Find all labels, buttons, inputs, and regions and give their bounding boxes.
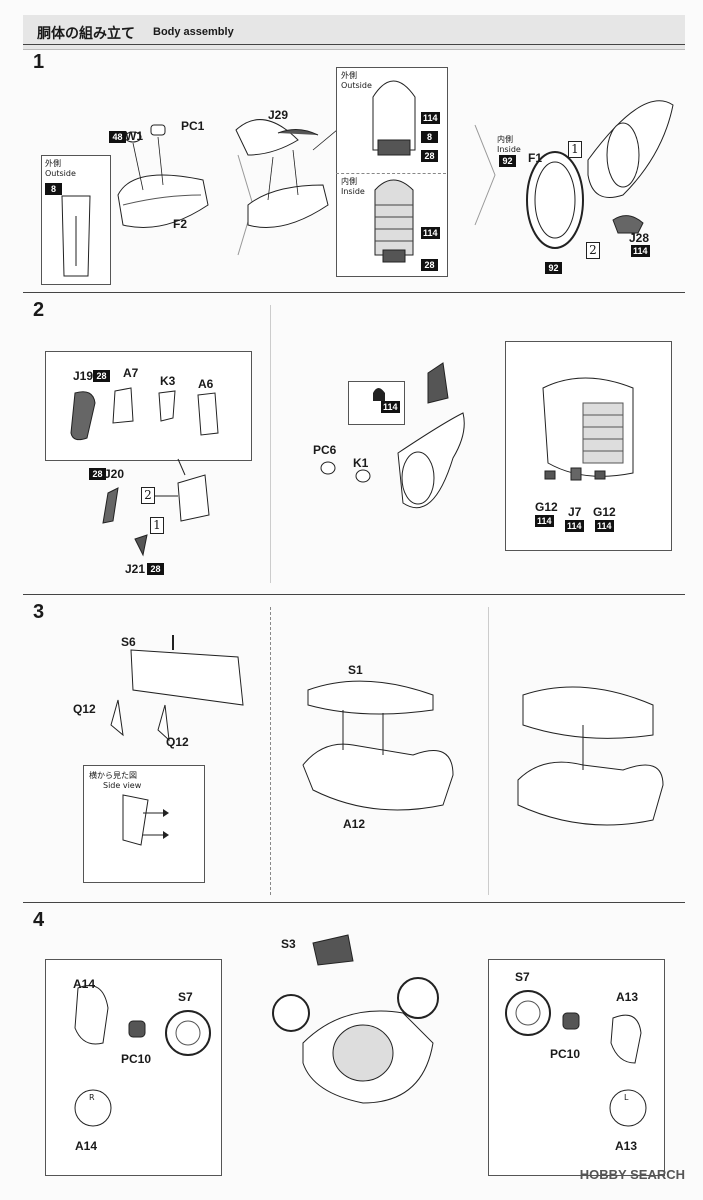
- outside2-label-en: Outside: [341, 81, 372, 90]
- part-j29: J29: [268, 108, 289, 122]
- step-3: 3 S6 Q12 Q12 横から見た図 Side view S1 A12: [23, 594, 685, 901]
- outside-inset: [41, 155, 111, 285]
- color-badge-8: 8: [421, 131, 438, 143]
- color-badge-114: 114: [595, 520, 614, 532]
- step-4: 4 A14 S7 PC10 R A14 S3 S7 A13 PC10 L A13: [23, 902, 685, 1178]
- part-j19: J19: [73, 369, 94, 383]
- color-badge-114: 114: [565, 520, 584, 532]
- part-s6: S6: [121, 635, 136, 649]
- part-w1: W1: [125, 129, 143, 143]
- step-number: 2: [33, 299, 45, 321]
- step-1: 1 外側 Outs: [23, 44, 685, 293]
- outside-label-en: Outside: [45, 169, 76, 178]
- inside2-label-en: Inside: [341, 187, 365, 196]
- part-a12: A12: [343, 817, 366, 831]
- color-badge-114: 114: [381, 401, 400, 413]
- color-badge-48: 48: [109, 131, 126, 143]
- part-a14-bottom: A14: [75, 1139, 98, 1153]
- inset-divider: [336, 173, 446, 174]
- inside2-label-jp: 内側: [341, 177, 357, 186]
- color-badge-8: 8: [45, 183, 62, 195]
- watermark: HOBBY SEARCH: [579, 1167, 685, 1182]
- step-divider: [270, 305, 271, 583]
- step4-drawing: [74, 934, 647, 1127]
- mark-l: L: [624, 1093, 629, 1102]
- inside-label-jp: 内側: [497, 135, 513, 144]
- inside-label-en: Inside: [497, 145, 521, 154]
- step-divider: [488, 607, 489, 895]
- part-pc10-left: PC10: [121, 1052, 152, 1066]
- part-pc10-right: PC10: [550, 1047, 581, 1061]
- color-badge-114: 114: [421, 112, 440, 124]
- part-a6: A6: [198, 377, 214, 391]
- order-number-1: 1: [568, 141, 582, 158]
- step-2: 2 J19 28 A7 K3 A6 28 J20 2 1 J21 28 PC6 …: [23, 292, 685, 593]
- order-number-2: 2: [141, 487, 155, 504]
- part-q12-right: Q12: [166, 735, 189, 749]
- part-j7: J7: [568, 505, 582, 519]
- part-a13-bottom: A13: [615, 1139, 638, 1153]
- step-divider: [270, 607, 271, 895]
- mark-r: R: [89, 1093, 95, 1102]
- color-badge-28: 28: [147, 563, 164, 575]
- part-q12-left: Q12: [73, 702, 96, 716]
- color-badge-92: 92: [545, 262, 562, 274]
- step-number: 3: [33, 601, 45, 623]
- part-k1: K1: [353, 456, 369, 470]
- part-j20: J20: [104, 467, 125, 481]
- side-view-label-en: Side view: [103, 781, 142, 790]
- part-s7-right: S7: [515, 970, 530, 984]
- step-number: 4: [33, 909, 45, 931]
- part-a14-top: A14: [73, 977, 96, 991]
- part-s1: S1: [348, 663, 363, 677]
- part-g12-left: G12: [535, 500, 558, 514]
- color-badge-28: 28: [89, 468, 106, 480]
- part-s7-left: S7: [178, 990, 193, 1004]
- outside-label-jp: 外側: [45, 159, 61, 168]
- side-view-label-jp: 横から見た図: [89, 771, 137, 780]
- color-badge-28: 28: [421, 259, 438, 271]
- part-k3: K3: [160, 374, 176, 388]
- header-title-en: Body assembly: [153, 26, 234, 38]
- color-badge-114: 114: [631, 245, 650, 257]
- color-badge-28: 28: [93, 370, 110, 382]
- part-f1: F1: [528, 151, 543, 165]
- color-badge-114: 114: [535, 515, 554, 527]
- part-a13-top: A13: [616, 990, 639, 1004]
- part-s3: S3: [281, 937, 296, 951]
- part-g12-right: G12: [593, 505, 616, 519]
- color-badge-28: 28: [421, 150, 438, 162]
- step2-drawing: [70, 362, 634, 557]
- part-j21: J21: [125, 562, 146, 576]
- part-a7: A7: [123, 366, 139, 380]
- step1-inset-drawing: [372, 80, 416, 263]
- order-number-1: 1: [150, 517, 164, 534]
- part-pc1: PC1: [181, 119, 205, 133]
- order-number-2: 2: [586, 242, 600, 259]
- outside2-label-jp: 外側: [341, 71, 357, 80]
- color-badge-92: 92: [499, 155, 516, 167]
- color-badge-114: 114: [421, 227, 440, 239]
- part-j28: J28: [629, 231, 650, 245]
- header-title-jp: 胴体の組み立て: [37, 26, 135, 42]
- step3-drawing: [110, 635, 664, 846]
- part-f2: F2: [173, 217, 188, 231]
- part-pc6: PC6: [313, 443, 337, 457]
- left-hub-inset: [45, 959, 222, 1176]
- step-number: 1: [33, 51, 45, 73]
